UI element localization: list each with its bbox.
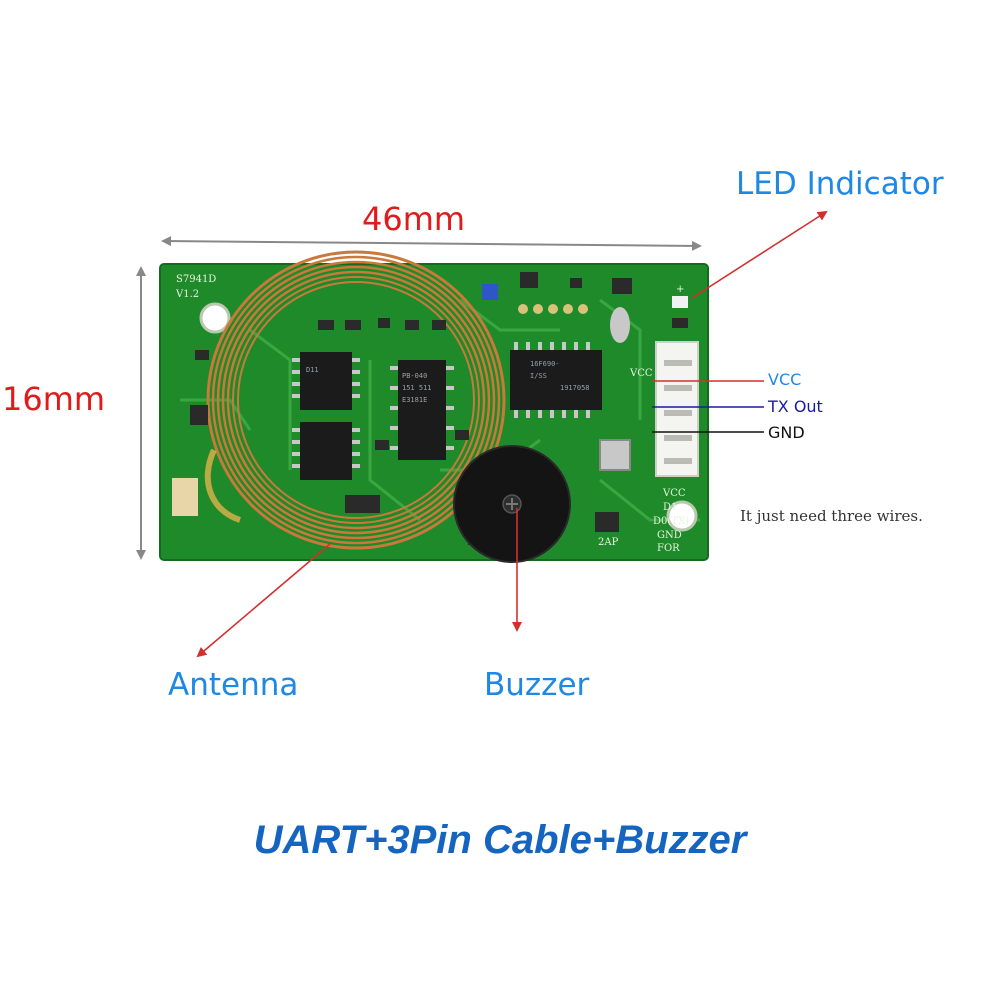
- led-indicator-label: LED Indicator: [736, 166, 944, 202]
- pin-label-gnd: GND: [657, 530, 682, 541]
- antenna-label: Antenna: [168, 667, 299, 703]
- capacitor: [172, 478, 198, 516]
- board-version: V1.2: [175, 289, 199, 300]
- pin-label-for: FOR: [657, 543, 680, 554]
- chip-mid-text-1: PB-040: [402, 372, 427, 380]
- chip-pins: [292, 342, 590, 468]
- chip-mid-text-3: E3181E: [402, 396, 427, 404]
- antenna-arrow: [196, 543, 331, 658]
- product-title: UART+3Pin Cable+Buzzer: [253, 818, 747, 862]
- chip-middle: [398, 360, 446, 460]
- mcu-text-2: I/SS: [530, 372, 547, 380]
- width-dimension-label: 46mm: [362, 200, 466, 238]
- crystal: [610, 307, 630, 343]
- vcc-small-label: VCC: [629, 368, 653, 379]
- wire-label-vcc: VCC: [768, 370, 802, 389]
- chip-mid-text-2: 151 511: [402, 384, 432, 392]
- wire-label-tx: TX Out: [768, 397, 823, 416]
- chip-left-top-text: D11: [306, 366, 319, 374]
- mcu-chip: [510, 350, 602, 410]
- antenna-lead: [204, 448, 242, 523]
- chip-left-top: [300, 352, 352, 410]
- led-resistor: [672, 318, 688, 328]
- connector-pins: [664, 360, 692, 464]
- wires-note: It just need three wires.: [740, 507, 923, 525]
- jumper-blue: [482, 284, 498, 300]
- mcu-text-3: 1917058: [560, 384, 590, 392]
- led-arrow: [691, 210, 828, 299]
- led: [672, 296, 688, 308]
- led-plus-label: +: [676, 284, 684, 295]
- header-pins: [518, 304, 588, 314]
- mcu-text-1: 16F690-: [530, 360, 560, 368]
- wire-label-gnd: GND: [768, 423, 805, 442]
- buzzer-label: Buzzer: [484, 667, 590, 703]
- pin-label-vcc: VCC: [662, 488, 686, 499]
- inductor: [599, 439, 631, 471]
- width-dimension-line: [161, 236, 702, 251]
- height-dimension-label: 16mm: [2, 380, 106, 418]
- chip-left-bottom: [300, 422, 352, 480]
- pin-label-d1: D1: [663, 502, 677, 513]
- mounting-hole: [199, 302, 231, 334]
- coil-antenna: [206, 250, 506, 550]
- pin-label-d0: D0(TX): [653, 516, 689, 527]
- board-model: S7941D: [176, 274, 216, 285]
- jumper-label: 2AP: [598, 537, 619, 548]
- mounting-hole: [666, 500, 698, 532]
